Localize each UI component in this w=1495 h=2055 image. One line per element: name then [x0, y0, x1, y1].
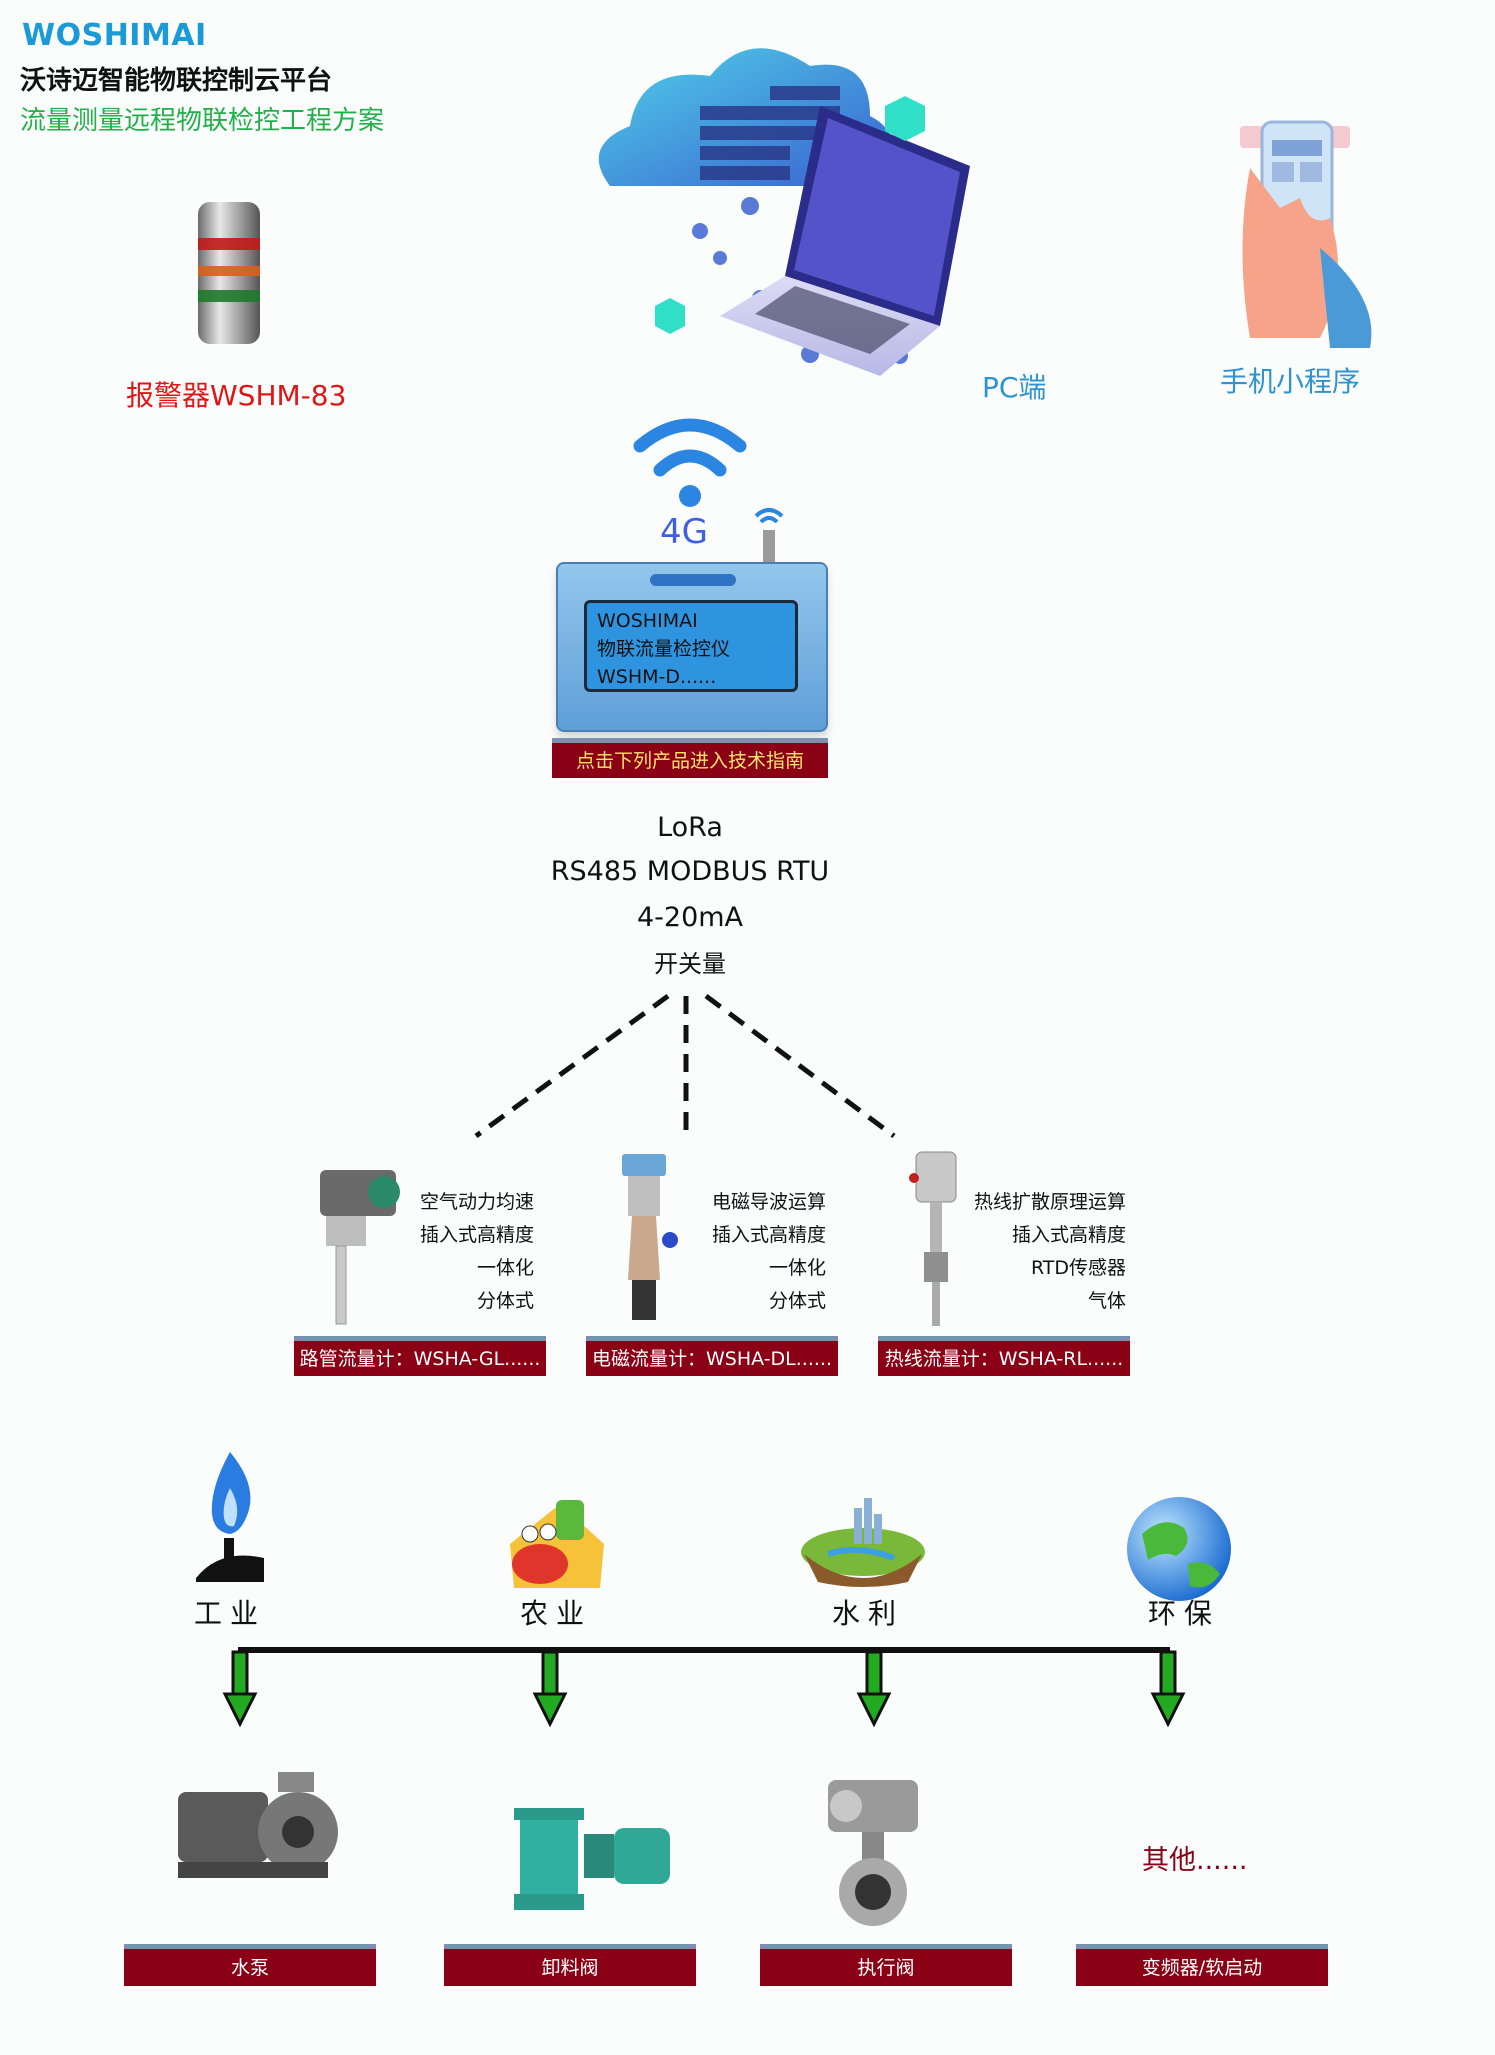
sensor-1-link[interactable]: 路管流量计：WSHA-GL...... — [294, 1336, 546, 1376]
down-arrow-icon — [222, 1650, 258, 1728]
globe-icon — [1127, 1497, 1231, 1601]
pc-label[interactable]: PC端 — [982, 371, 1047, 404]
antenna-icon — [754, 508, 784, 562]
feature-text: 分体式 — [476, 1290, 534, 1312]
others-placeholder: 其他...... — [1142, 1845, 1248, 1876]
feature-text: 一体化 — [476, 1257, 534, 1279]
mobile-label[interactable]: 手机小程序 — [1220, 365, 1361, 398]
sensor-2-link[interactable]: 电磁流量计：WSHA-DL...... — [586, 1336, 838, 1376]
feature-text: 分体式 — [768, 1290, 826, 1312]
sensor-1-features: 空气动力均速 插入式高精度 一体化 分体式 — [400, 1186, 534, 1318]
actuator-control-valve-link[interactable]: 执行阀 — [760, 1944, 1012, 1986]
protocol-switch: 开关量 — [654, 950, 726, 978]
sensor-2-features: 电磁导波运算 插入式高精度 一体化 分体式 — [690, 1186, 826, 1318]
feature-text: 一体化 — [768, 1257, 826, 1279]
water-pump-icon[interactable] — [168, 1762, 348, 1892]
thermal-flowmeter-icon[interactable] — [906, 1150, 966, 1330]
actuator-discharge-valve-link[interactable]: 卸料阀 — [444, 1944, 696, 1986]
screen-line: WSHM-D...... — [597, 666, 717, 688]
protocol-rs485: RS485 MODBUS RTU — [550, 856, 830, 887]
mobile-phone-icon — [1240, 120, 1372, 348]
screen-line: WOSHIMAI — [597, 610, 698, 632]
water-resources-icon — [801, 1498, 925, 1587]
down-arrow-icon — [1150, 1650, 1186, 1728]
feature-text: 插入式高精度 — [419, 1224, 534, 1246]
network-4g-label: 4G — [660, 512, 708, 552]
em-flowmeter-icon[interactable] — [612, 1150, 692, 1330]
category-environment[interactable]: 环保 — [1148, 1597, 1221, 1630]
gateway-device[interactable]: WOSHIMAI 物联流量检控仪 WSHM-D...... — [556, 562, 828, 732]
feature-text: 热线扩散原理运算 — [973, 1191, 1126, 1213]
down-arrow-icon — [532, 1650, 568, 1728]
category-industry[interactable]: 工业 — [194, 1597, 267, 1630]
rotary-valve-icon[interactable] — [506, 1800, 678, 1920]
actuator-valve-icon[interactable] — [808, 1770, 938, 1930]
industry-flame-icon — [196, 1452, 264, 1582]
device-slot — [650, 574, 736, 586]
sensor-3-features: 热线扩散原理运算 插入式高精度 RTD传感器 气体 — [960, 1186, 1126, 1318]
screen-line: 物联流量检控仪 — [597, 638, 731, 660]
feature-text: 气体 — [1087, 1290, 1126, 1312]
solution-subtitle: 流量测量远程物联检控工程方案 — [20, 106, 385, 136]
sensor-3-link[interactable]: 热线流量计：WSHA-RL...... — [878, 1336, 1130, 1376]
alarm-label[interactable]: 报警器WSHM-83 — [126, 379, 347, 412]
actuator-pump-link[interactable]: 水泵 — [124, 1944, 376, 1986]
actuator-inverter-link[interactable]: 变频器/软启动 — [1076, 1944, 1328, 1986]
feature-text: RTD传感器 — [1030, 1257, 1126, 1279]
protocol-4-20ma: 4-20mA — [636, 902, 744, 933]
feature-text: 空气动力均速 — [419, 1191, 534, 1213]
protocol-lora: LoRa — [657, 812, 723, 843]
brand-name: WOSHIMAI — [22, 18, 207, 53]
feature-text: 插入式高精度 — [711, 1224, 826, 1246]
pitot-flowmeter-icon[interactable] — [306, 1156, 416, 1326]
feature-text: 电磁导波运算 — [711, 1191, 826, 1213]
alarm-light-icon[interactable] — [190, 198, 270, 348]
agriculture-icon — [510, 1500, 604, 1588]
category-water[interactable]: 水利 — [832, 1597, 905, 1630]
tech-guide-link[interactable]: 点击下列产品进入技术指南 — [552, 738, 828, 778]
device-screen: WOSHIMAI 物联流量检控仪 WSHM-D...... — [584, 600, 798, 692]
platform-title: 沃诗迈智能物联控制云平台 — [20, 66, 333, 96]
category-agriculture[interactable]: 农业 — [520, 1597, 593, 1630]
cloud-server-icon — [598, 48, 970, 376]
wifi-icon — [633, 418, 747, 507]
feature-text: 插入式高精度 — [1011, 1224, 1126, 1246]
down-arrow-icon — [856, 1650, 892, 1728]
